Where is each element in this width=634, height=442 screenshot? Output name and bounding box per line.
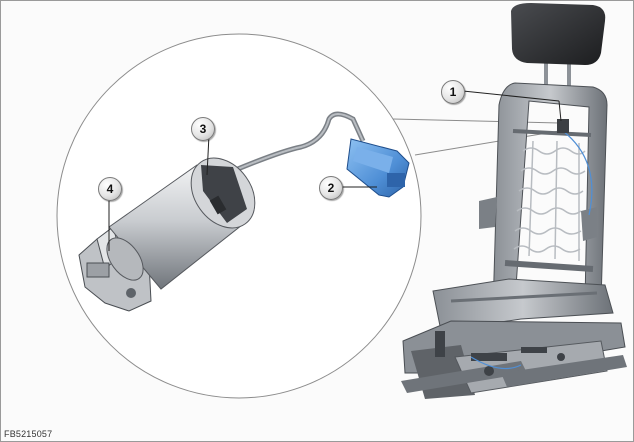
callout-1: 1 bbox=[441, 80, 465, 104]
callout-2: 2 bbox=[319, 176, 343, 200]
blue-connector bbox=[346, 138, 410, 198]
callout-3: 3 bbox=[191, 117, 215, 141]
zoom-leader-lines bbox=[392, 118, 560, 156]
backrest-frame bbox=[492, 82, 608, 312]
headrest bbox=[511, 3, 606, 65]
callout-4: 4 bbox=[98, 177, 122, 201]
sensor-cylinder-body bbox=[106, 157, 256, 290]
callout-number: 3 bbox=[199, 122, 207, 136]
callout-number: 2 bbox=[327, 181, 335, 195]
seat-illustration bbox=[401, 3, 627, 399]
figure-id-label: FB5215057 bbox=[4, 429, 53, 439]
callout-number: 1 bbox=[449, 85, 457, 99]
callout-number: 4 bbox=[106, 182, 114, 196]
sensor-assembly bbox=[78, 111, 410, 312]
callout-leaders bbox=[108, 90, 562, 251]
